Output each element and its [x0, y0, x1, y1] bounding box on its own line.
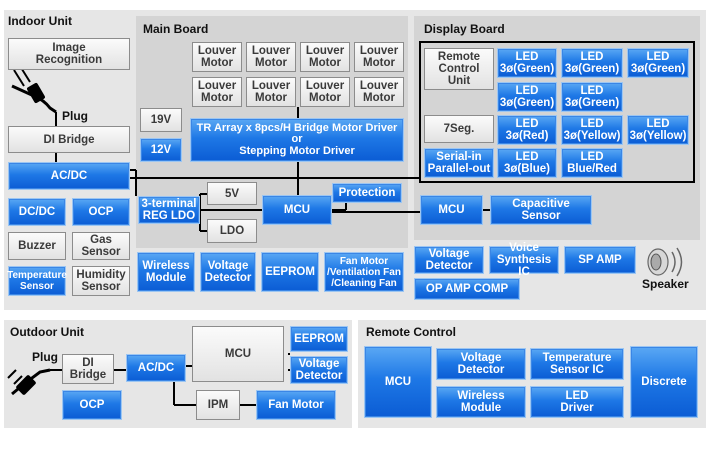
remote-control-title: Remote Control — [366, 325, 456, 339]
louver-motor: Louver Motor — [300, 42, 350, 72]
reg-ldo-block: 3-terminal REG LDO — [138, 196, 200, 224]
plug-icon — [11, 65, 57, 114]
speaker-label: Speaker — [642, 277, 689, 291]
capacitive-sensor-block: Capacitive Sensor — [490, 195, 592, 225]
louver-motor: Louver Motor — [354, 77, 404, 107]
main-mcu-block: MCU — [262, 195, 332, 225]
outdoor-unit-title: Outdoor Unit — [10, 325, 84, 339]
led-green-block: LED 3ø(Green) — [497, 48, 557, 78]
op-amp-comp-block: OP AMP COMP — [414, 278, 520, 300]
louver-motor: Louver Motor — [246, 77, 296, 107]
buzzer-block: Buzzer — [8, 232, 66, 260]
outdoor-plug-label: Plug — [32, 350, 58, 364]
wireless-module-block: Wireless Module — [137, 252, 195, 292]
led-driver-block: LED Driver — [530, 386, 624, 418]
discrete-block: Discrete — [630, 346, 698, 418]
voltage-detector-block: Voltage Detector — [200, 252, 256, 292]
remote-control-unit-block: Remote Control Unit — [424, 48, 494, 90]
remote-wireless-module-block: Wireless Module — [436, 386, 526, 418]
motor-driver-block: TR Array x 8pcs/H Bridge Motor Driver or… — [190, 118, 404, 162]
led-green-block: LED 3ø(Green) — [497, 82, 557, 112]
remote-mcu-block: MCU — [364, 346, 432, 418]
voice-synthesis-block: Voice Synthesis IC — [489, 242, 559, 278]
di-bridge-block: DI Bridge — [8, 126, 130, 153]
display-mcu-block: MCU — [420, 195, 483, 225]
speaker-icon — [647, 247, 683, 277]
indoor-unit-title: Indoor Unit — [8, 14, 72, 28]
outdoor-eeprom-block: EEPROM — [290, 326, 348, 352]
led-green-block: LED 3ø(Green) — [561, 82, 623, 112]
louver-motor: Louver Motor — [354, 42, 404, 72]
5v-block: 5V — [207, 182, 257, 205]
outdoor-voltage-detector-block: Voltage Detector — [290, 356, 348, 384]
outdoor-ocp-block: OCP — [62, 390, 122, 420]
led-blue-block: LED 3ø(Blue) — [497, 148, 557, 178]
plug-label: Plug — [62, 109, 88, 123]
louver-motor: Louver Motor — [300, 77, 350, 107]
louver-motor: Louver Motor — [246, 42, 296, 72]
louver-motor: Louver Motor — [192, 42, 242, 72]
led-red-block: LED 3ø(Red) — [497, 115, 557, 145]
outdoor-mcu-block: MCU — [192, 326, 284, 382]
led-green-block: LED 3ø(Green) — [561, 48, 623, 78]
display-board-title: Display Board — [424, 22, 505, 36]
led-green-block: LED 3ø(Green) — [627, 48, 689, 78]
image-recognition-block: Image Recognition — [8, 38, 130, 70]
dcdc-block: DC/DC — [8, 198, 66, 226]
fan-motor-block: Fan Motor /Ventilation Fan /Cleaning Fan — [324, 252, 404, 292]
temperature-sensor-block: Temperature Sensor — [7, 266, 67, 296]
led-blue-red-block: LED Blue/Red — [561, 148, 623, 178]
remote-voltage-detector-block: Voltage Detector — [436, 348, 526, 380]
led-yellow-block: LED 3ø(Yellow) — [561, 115, 623, 145]
outdoor-acdc-block: AC/DC — [126, 354, 186, 382]
outdoor-plug-icon — [7, 368, 51, 396]
outdoor-di-bridge-block: DI Bridge — [62, 354, 114, 384]
serial-in-parallel-out-block: Serial-in Parallel-out — [424, 148, 494, 178]
protection-block: Protection — [332, 183, 402, 203]
gas-sensor-block: Gas Sensor — [72, 232, 130, 260]
19v-block: 19V — [140, 108, 182, 132]
temperature-sensor-ic-block: Temperature Sensor IC — [530, 348, 624, 380]
7seg-block: 7Seg. — [424, 115, 494, 143]
ldo-block: LDO — [207, 219, 257, 243]
display-voltage-detector-block: Voltage Detector — [414, 246, 484, 274]
main-board-title: Main Board — [143, 22, 209, 36]
12v-block: 12V — [140, 138, 182, 162]
humidity-sensor-block: Humidity Sensor — [72, 266, 130, 296]
eeprom-block: EEPROM — [261, 252, 319, 292]
sp-amp-block: SP AMP — [564, 246, 636, 274]
ipm-block: IPM — [196, 390, 240, 420]
louver-motor: Louver Motor — [192, 77, 242, 107]
ocp-block: OCP — [72, 198, 130, 226]
acdc-block: AC/DC — [8, 162, 130, 190]
outdoor-fan-motor-block: Fan Motor — [256, 390, 336, 420]
led-yellow-block: LED 3ø(Yellow) — [627, 115, 689, 145]
